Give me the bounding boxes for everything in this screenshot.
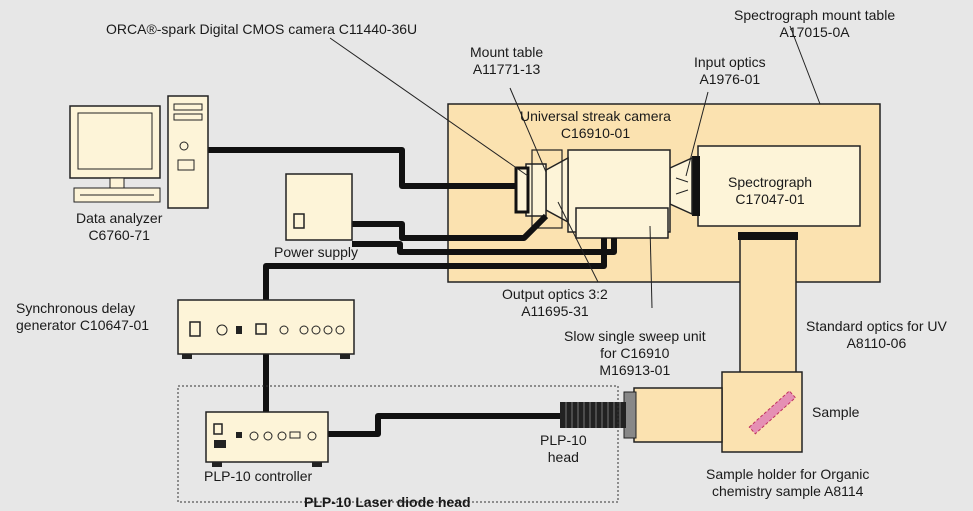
cable-controller-head	[328, 413, 560, 437]
cable-power-sweep	[352, 238, 617, 255]
output-optics	[545, 156, 569, 224]
power-supply-label: Power supply	[274, 244, 359, 260]
cable-delay-streak	[263, 238, 607, 300]
data-analyzer-computer	[69, 95, 209, 209]
standard-optics-tube	[739, 233, 797, 375]
spectrograph	[697, 145, 861, 227]
camera-label: ORCA®-spark Digital CMOS camera C11440-3…	[106, 21, 418, 37]
slow-sweep-unit	[575, 207, 669, 239]
plp10-head	[560, 402, 626, 428]
laser-optics-tube	[633, 387, 723, 443]
plp-controller-label: PLP-10 controller	[204, 468, 313, 484]
laser-diode-head-label: PLP-10 Laser diode head	[304, 494, 471, 510]
cable-power-camera	[352, 213, 549, 241]
sample	[748, 390, 797, 435]
camera-mount-table	[531, 149, 563, 229]
plp-controller-box	[205, 411, 329, 467]
delay-generator-box	[177, 299, 355, 359]
power-supply-box	[285, 173, 353, 241]
standard-optics-flange	[738, 232, 798, 240]
sample-label: Sample	[812, 404, 860, 420]
cable-analyzer-camera	[188, 147, 516, 189]
laser-diode-head-group	[177, 385, 619, 503]
sample-holder	[721, 371, 803, 453]
